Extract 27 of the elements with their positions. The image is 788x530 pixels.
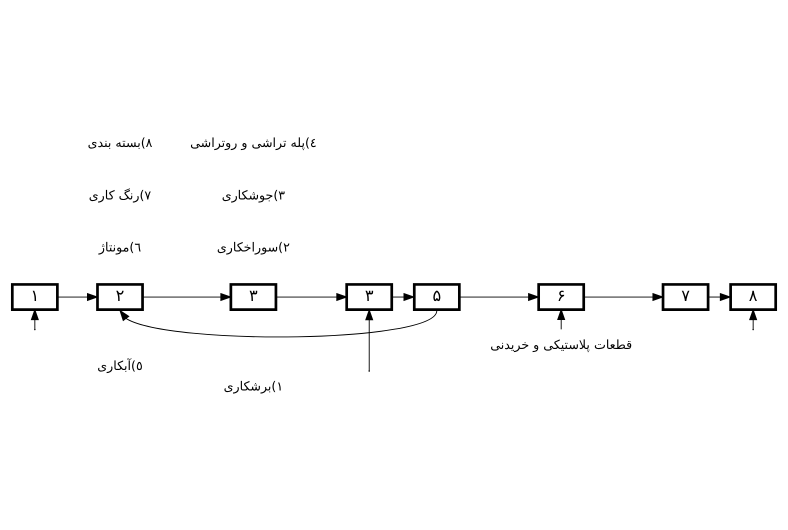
node-box: ۳ (230, 282, 278, 311)
arrow (57, 292, 99, 301)
label: ٨)بسته بندی (88, 134, 152, 150)
label: ٣)جوشکاری (222, 186, 286, 202)
arrow (119, 308, 438, 337)
arrow (365, 308, 374, 370)
label: ١)برشکاری (224, 378, 284, 394)
label: ٧)رنگ کاری (88, 186, 152, 202)
node-box: ۷ (662, 282, 710, 311)
arrow (392, 292, 416, 301)
arrow (142, 292, 232, 301)
node-box: ۳ (345, 282, 394, 311)
node-box: ۸ (729, 282, 778, 311)
node-box: ۵ (412, 282, 461, 311)
label: ٢)سوراخکاری (216, 239, 290, 254)
arrow (708, 292, 732, 301)
arrow (276, 292, 348, 301)
node-text: قطعات پلاستیکی و خریدنی (490, 336, 632, 352)
label: ٦)مونتاژ (98, 239, 142, 254)
label: ٤)پله تراشی و روتراشی (190, 134, 317, 150)
arrow (458, 292, 540, 301)
node-box: ۶ (537, 282, 586, 311)
arrow (557, 308, 566, 330)
label: ٥)آبکاری (97, 357, 143, 372)
node-box: ۱ (10, 282, 59, 311)
node-box: ۲ (96, 282, 144, 311)
arrow (583, 292, 664, 301)
